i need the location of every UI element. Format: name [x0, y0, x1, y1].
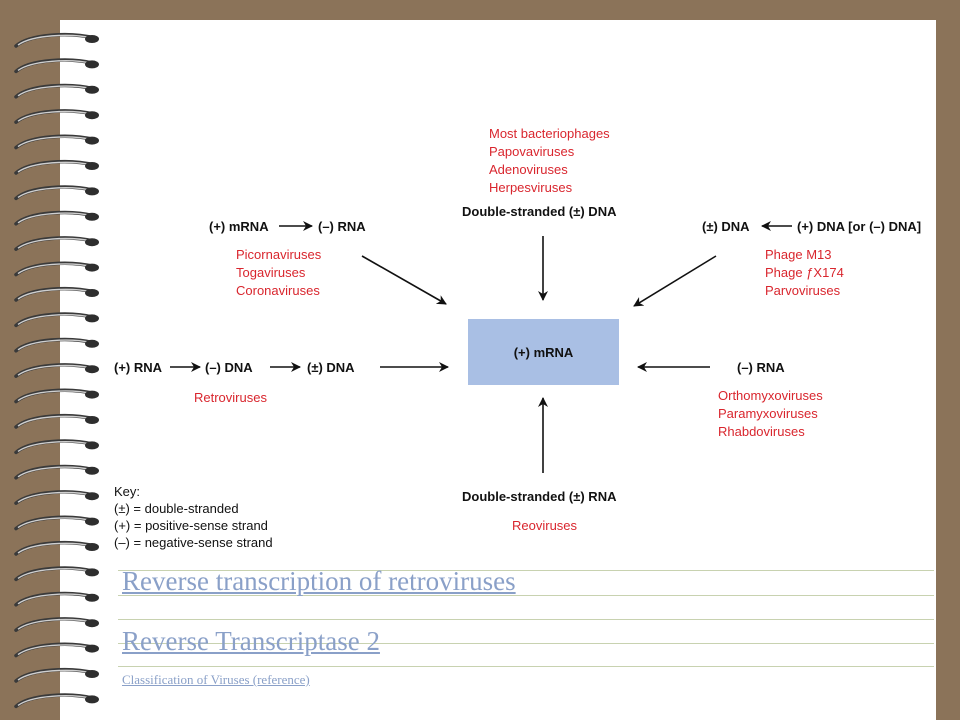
- virus-name: Togaviruses: [236, 265, 306, 280]
- link-reverse-transcriptase-2[interactable]: Reverse Transcriptase 2: [122, 626, 380, 656]
- topright-virus-list: Phage M13 Phage ƒX174 Parvoviruses: [765, 246, 844, 300]
- spiral-ring: [14, 109, 99, 124]
- spiral-ring: [14, 134, 99, 150]
- spiral-ring: [14, 337, 99, 353]
- virus-name: Most bacteriophages: [489, 126, 610, 141]
- spiral-ring: [14, 261, 99, 277]
- bottom-virus-list: Reoviruses: [512, 517, 577, 535]
- topright-label-dsdna: (±) DNA: [702, 219, 750, 234]
- virus-name: Phage M13: [765, 247, 832, 262]
- center-mrna-box: (+) mRNA: [468, 319, 619, 385]
- spiral-ring: [14, 668, 99, 683]
- virus-name: Coronaviruses: [236, 283, 320, 298]
- virus-name: Orthomyxoviruses: [718, 388, 823, 403]
- spiral-ring: [14, 515, 99, 531]
- spiral-ring: [14, 591, 99, 607]
- center-label: (+) mRNA: [513, 344, 574, 360]
- left-label-dna: (–) DNA: [205, 360, 253, 375]
- spiral-ring: [14, 642, 99, 658]
- top-genome-label: Double-stranded (±) DNA: [462, 204, 617, 219]
- right-virus-list: Orthomyxoviruses Paramyxoviruses Rhabdov…: [718, 387, 823, 441]
- spiral-ring: [14, 236, 99, 251]
- key-title: Key:: [114, 484, 141, 499]
- legend-key: Key: (±) = double-stranded (+) = positiv…: [114, 483, 273, 551]
- spiral-ring: [14, 693, 99, 709]
- spiral-ring: [14, 439, 99, 455]
- virus-name: Parvoviruses: [765, 283, 841, 298]
- spiral-ring: [14, 541, 99, 556]
- virus-name: Retroviruses: [194, 390, 267, 405]
- spiral-ring: [14, 464, 99, 480]
- virus-name: Adenoviruses: [489, 162, 568, 177]
- topright-label-ssdna: (+) DNA [or (–) DNA]: [797, 219, 922, 234]
- spiral-ring: [14, 414, 99, 429]
- right-label-rna: (–) RNA: [737, 360, 785, 375]
- spiral-binding: [14, 33, 99, 709]
- topleft-virus-list: Picornaviruses Togaviruses Coronaviruses: [236, 246, 321, 300]
- spiral-ring: [14, 83, 99, 99]
- virus-name: Picornaviruses: [236, 247, 322, 262]
- link-reverse-transcription[interactable]: Reverse transcription of retroviruses: [122, 566, 516, 596]
- key-item: (±) = double-stranded: [114, 501, 239, 516]
- key-item: (+) = positive-sense strand: [114, 518, 268, 533]
- ruled-line: [118, 619, 934, 620]
- topleft-label-mrna: (+) mRNA: [209, 219, 269, 234]
- arrow-topleft-to-center: [361, 255, 447, 305]
- spiral-ring: [14, 210, 99, 226]
- virus-name: Reoviruses: [512, 518, 578, 533]
- topleft-label-rna: (–) RNA: [318, 219, 366, 234]
- ruled-line: [118, 595, 934, 596]
- spiral-ring: [14, 363, 99, 378]
- virus-name: Rhabdoviruses: [718, 424, 805, 439]
- bottom-genome-label: Double-stranded (±) RNA: [462, 489, 617, 504]
- spiral-ring: [14, 185, 99, 201]
- arrow-topright-to-center: [633, 255, 717, 307]
- key-item: (–) = negative-sense strand: [114, 535, 273, 550]
- virus-name: Herpesviruses: [489, 180, 573, 195]
- spiral-ring: [14, 388, 99, 404]
- spiral-ring: [14, 566, 99, 582]
- spiral-ring: [14, 58, 99, 74]
- spiral-ring: [14, 160, 99, 175]
- virus-name: Papovaviruses: [489, 144, 575, 159]
- spiral-ring: [14, 33, 99, 48]
- left-label-dsdna: (±) DNA: [307, 360, 355, 375]
- virus-name: Phage ƒX174: [765, 265, 844, 280]
- spiral-ring: [14, 490, 99, 505]
- link-classification-of-viruses[interactable]: Classification of Viruses (reference): [122, 672, 310, 687]
- spiral-ring: [14, 312, 99, 328]
- virus-name: Paramyxoviruses: [718, 406, 818, 421]
- spiral-ring: [14, 617, 99, 632]
- spiral-ring: [14, 287, 99, 302]
- ruled-line: [118, 666, 934, 667]
- left-virus-list: Retroviruses: [194, 389, 267, 407]
- left-label-rna: (+) RNA: [114, 360, 163, 375]
- top-virus-list: Most bacteriophages Papovaviruses Adenov…: [489, 125, 610, 197]
- ruled-line: [118, 643, 934, 644]
- ruled-line: [118, 570, 934, 571]
